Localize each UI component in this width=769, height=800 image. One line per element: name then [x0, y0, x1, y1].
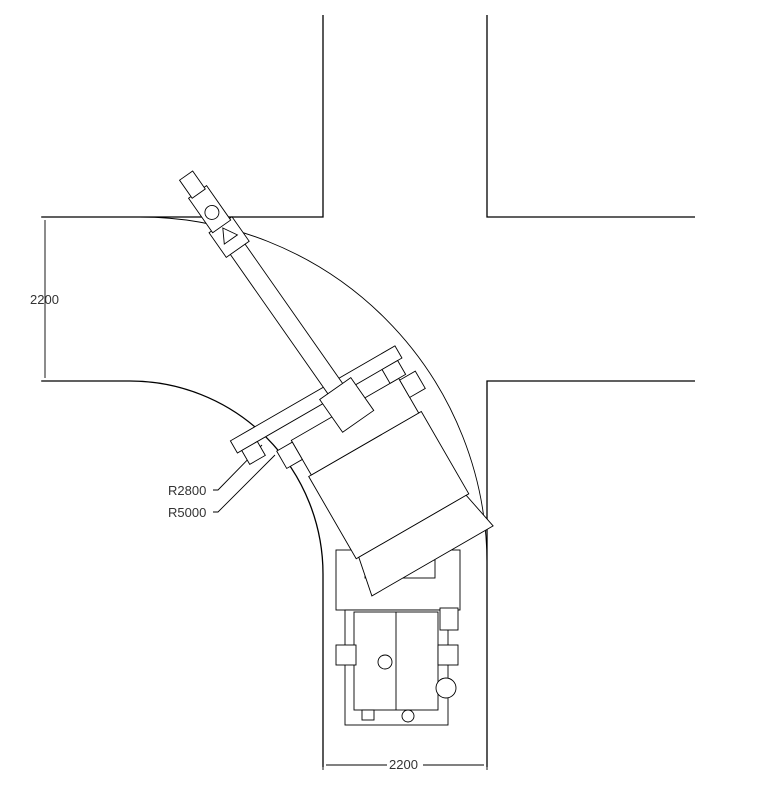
vehicle-front-unit: [229, 345, 494, 597]
outer-radius-label: R5000: [168, 505, 206, 520]
radius-leaders: R2800 R5000: [168, 444, 276, 520]
inner-radius-label: R2800: [168, 483, 206, 498]
drill-boom: [178, 170, 375, 433]
bottom-dimension-label: 2200: [389, 757, 418, 772]
tunnel-walls: [42, 15, 695, 767]
left-dimension: 2200: [30, 216, 59, 382]
left-dimension-label: 2200: [30, 292, 59, 307]
bottom-dimension: 2200: [322, 757, 488, 772]
